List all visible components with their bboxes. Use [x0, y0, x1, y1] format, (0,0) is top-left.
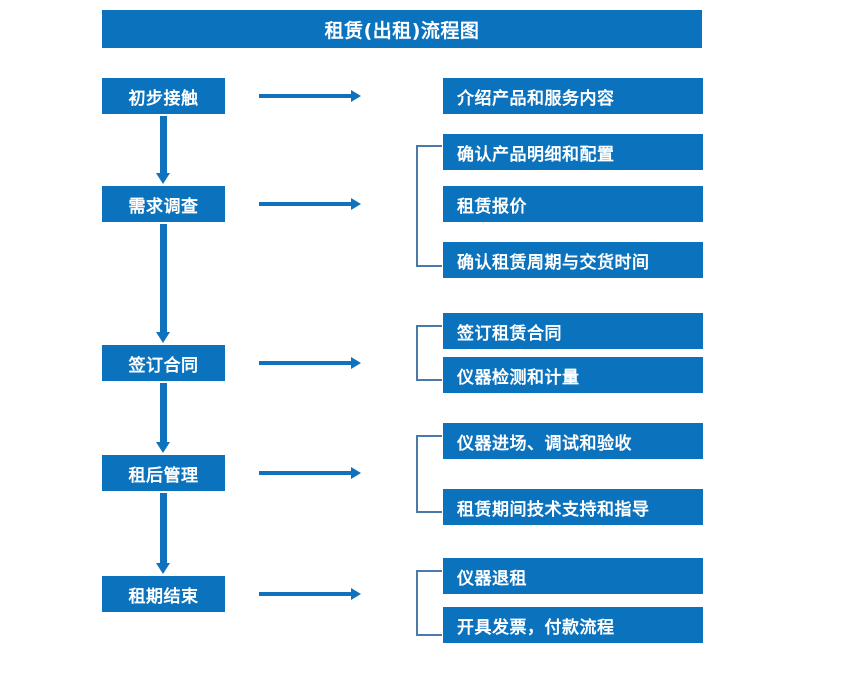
stage-box-2[interactable]: 需求调查 [102, 186, 225, 222]
arrow-head [156, 563, 170, 574]
diagram-title: 租赁(出租)流程图 [102, 10, 702, 48]
bracket-group-3 [416, 325, 442, 381]
vertical-arrow-1-2 [156, 116, 170, 184]
arrow-shaft [259, 592, 351, 596]
arrow-head [156, 442, 170, 453]
detail-box-1[interactable]: 介绍产品和服务内容 [443, 78, 703, 114]
bracket-group-5 [416, 570, 442, 636]
arrow-shaft [160, 224, 167, 332]
bracket-group-2 [416, 145, 442, 267]
arrow-head [156, 173, 170, 184]
arrow-shaft [259, 94, 351, 98]
stage-box-5[interactable]: 租期结束 [102, 576, 225, 612]
stage-box-4[interactable]: 租后管理 [102, 455, 225, 491]
detail-box-7[interactable]: 仪器进场、调试和验收 [443, 423, 703, 459]
arrow-head [156, 332, 170, 343]
detail-box-5[interactable]: 签订租赁合同 [443, 313, 703, 349]
arrow-head [351, 357, 361, 369]
detail-box-3[interactable]: 租赁报价 [443, 186, 703, 222]
stage-box-1[interactable]: 初步接触 [102, 78, 225, 114]
arrow-shaft [259, 202, 351, 206]
detail-box-8[interactable]: 租赁期间技术支持和指导 [443, 489, 703, 525]
detail-box-6[interactable]: 仪器检测和计量 [443, 357, 703, 393]
arrow-shaft [259, 471, 351, 475]
arrow-head [351, 467, 361, 479]
vertical-arrow-2-3 [156, 224, 170, 343]
stage-box-3[interactable]: 签订合同 [102, 345, 225, 381]
arrow-head [351, 90, 361, 102]
vertical-arrow-3-4 [156, 383, 170, 453]
detail-box-4[interactable]: 确认租赁周期与交货时间 [443, 242, 703, 278]
arrow-shaft [160, 116, 167, 173]
arrow-head [351, 198, 361, 210]
detail-box-10[interactable]: 开具发票，付款流程 [443, 607, 703, 643]
arrow-shaft [160, 383, 167, 442]
arrow-shaft [259, 361, 351, 365]
arrow-head [351, 588, 361, 600]
arrow-shaft [160, 493, 167, 563]
detail-box-9[interactable]: 仪器退租 [443, 558, 703, 594]
vertical-arrow-4-5 [156, 493, 170, 574]
detail-box-2[interactable]: 确认产品明细和配置 [443, 134, 703, 170]
bracket-group-4 [416, 435, 442, 513]
